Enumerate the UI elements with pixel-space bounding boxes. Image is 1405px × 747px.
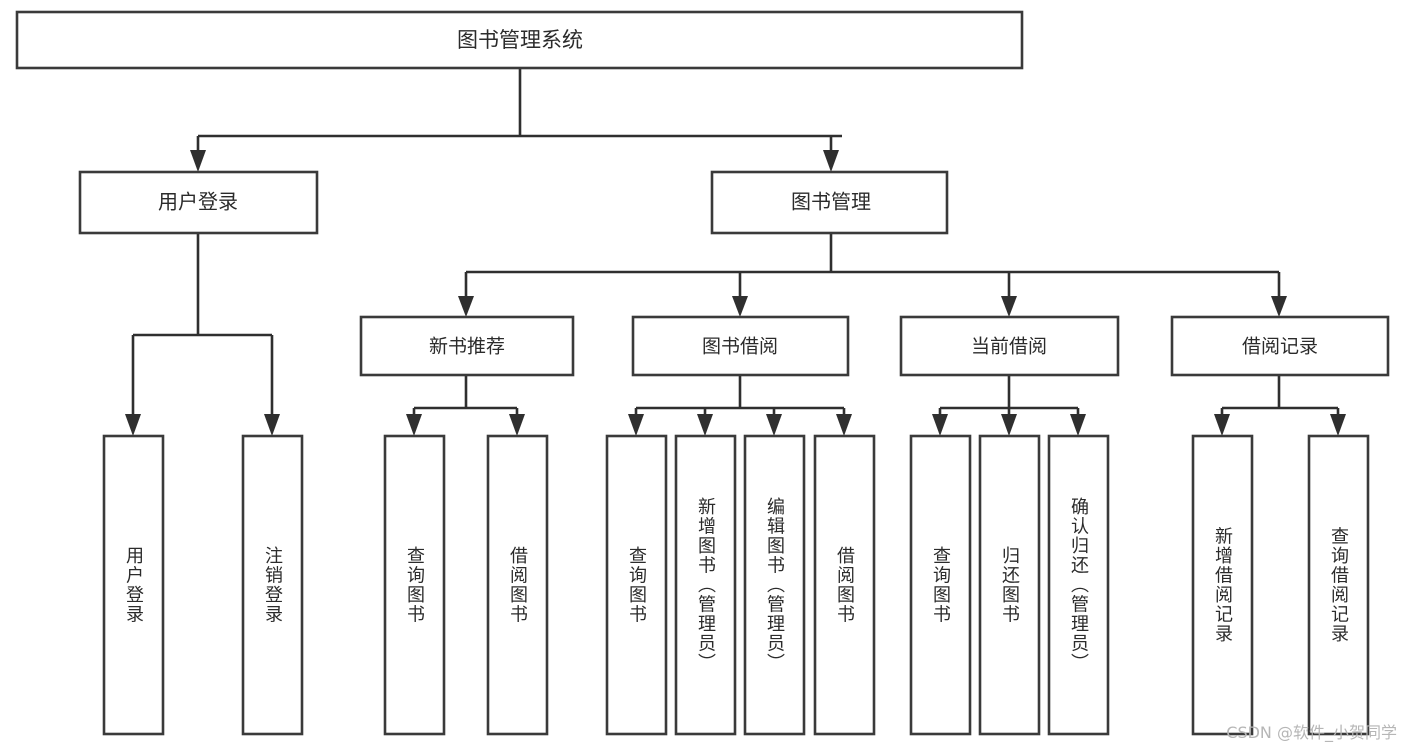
- node-current-borrow-label: 当前借阅: [971, 336, 1047, 358]
- arrow-head-leaf-br-1: [1330, 414, 1346, 436]
- leaf-bb-1-label: 新增图书（管理员）: [695, 497, 716, 673]
- connector-group-new-book-recommend: [406, 375, 525, 436]
- leaf-cb-1-box: [978, 434, 1041, 736]
- leaf-br-0-box: [1191, 434, 1254, 736]
- node-book-borrow-box: [631, 315, 850, 377]
- arrow-head-leaf-bb-3: [836, 414, 852, 436]
- leaf-node[interactable]: 归还图书: [978, 434, 1041, 736]
- leaf-node[interactable]: 注销登录: [241, 434, 304, 736]
- arrow-head-leaf-cb-0: [932, 414, 948, 436]
- arrow-head-leaf-bb-0: [628, 414, 644, 436]
- arrow-head-leaf-bb-2: [766, 414, 782, 436]
- arrow-head-book-borrow: [732, 296, 748, 317]
- leaf-node[interactable]: 查询图书: [605, 434, 668, 736]
- leaf-node[interactable]: 用户登录: [102, 434, 165, 736]
- leaf-bb-3-box: [813, 434, 876, 736]
- arrow-head-leaf-nbr-1: [509, 414, 525, 436]
- leaf-user-login-1-label: 注销登录: [262, 546, 283, 624]
- arrow-head-book-mgmt: [823, 150, 839, 172]
- leaf-node[interactable]: 编辑图书（管理员）: [743, 434, 806, 736]
- leaf-bb-2-box: [743, 434, 806, 736]
- leaf-cb-1-label: 归还图书: [999, 546, 1020, 624]
- arrow-head-current-borrow: [1001, 296, 1017, 317]
- node-book-management-label: 图书管理: [791, 190, 871, 214]
- node-borrow-record-label: 借阅记录: [1242, 336, 1318, 358]
- arrow-head-leaf-bb-1: [697, 414, 713, 436]
- node-borrow-record-box: [1170, 315, 1390, 377]
- arrow-head-borrow-record: [1271, 296, 1287, 317]
- leaf-nbr-1-label: 借阅图书: [507, 546, 528, 624]
- arrow-head-leaf-user-login-0: [125, 414, 141, 436]
- leaf-node[interactable]: 新增借阅记录: [1191, 434, 1254, 736]
- leaf-node[interactable]: 查询借阅记录: [1307, 434, 1370, 736]
- leaf-user-login-1-box: [241, 434, 304, 736]
- leaf-br-0-label: 新增借阅记录: [1212, 526, 1233, 643]
- node-book-borrow[interactable]: 图书借阅: [631, 315, 850, 377]
- connector-group-borrow-record: [1214, 375, 1346, 436]
- leaf-cb-0-label: 查询图书: [930, 546, 951, 624]
- leaf-bb-0-label: 查询图书: [626, 546, 647, 624]
- connector-group-root: [190, 68, 842, 172]
- leaf-user-login-0-label: 用户登录: [123, 546, 144, 624]
- node-book-management[interactable]: 图书管理: [710, 170, 949, 235]
- node-root-box: [15, 10, 1024, 70]
- arrow-head-new-book-recommend: [458, 296, 474, 317]
- leaf-node[interactable]: 查询图书: [909, 434, 972, 736]
- leaf-br-1-label: 查询借阅记录: [1328, 526, 1349, 643]
- arrow-head-leaf-br-0: [1214, 414, 1230, 436]
- node-user-login[interactable]: 用户登录: [78, 170, 319, 235]
- leaf-bb-3-label: 借阅图书: [834, 546, 855, 624]
- node-user-login-box: [78, 170, 319, 235]
- leaf-cb-2-label: 确认归还（管理员）: [1068, 497, 1089, 673]
- leaf-bb-2-label: 编辑图书（管理员）: [764, 497, 785, 673]
- connector-group-book-mgmt: [458, 233, 1287, 317]
- node-root-label: 图书管理系统: [457, 28, 583, 52]
- leaf-node[interactable]: 借阅图书: [813, 434, 876, 736]
- connector-group-book-borrow: [628, 375, 852, 436]
- node-new-book-recommend[interactable]: 新书推荐: [359, 315, 575, 377]
- node-new-book-recommend-box: [359, 315, 575, 377]
- node-current-borrow-box: [899, 315, 1120, 377]
- node-root-system[interactable]: 图书管理系统: [15, 10, 1024, 70]
- leaf-cb-0-box: [909, 434, 972, 736]
- arrow-head-leaf-cb-1: [1001, 414, 1017, 436]
- node-new-book-recommend-label: 新书推荐: [429, 336, 505, 358]
- arrow-head-user-login: [190, 150, 206, 172]
- leaf-user-login-0-box: [102, 434, 165, 736]
- leaf-bb-1-box: [674, 434, 737, 736]
- leaf-node[interactable]: 确认归还（管理员）: [1047, 434, 1110, 736]
- leaf-node[interactable]: 借阅图书: [486, 434, 549, 736]
- arrow-head-leaf-nbr-0: [406, 414, 422, 436]
- node-book-management-box: [710, 170, 949, 235]
- leaf-node[interactable]: 查询图书: [383, 434, 446, 736]
- node-borrow-record[interactable]: 借阅记录: [1170, 315, 1390, 377]
- leaf-nbr-1-box: [486, 434, 549, 736]
- leaf-nbr-0-box: [383, 434, 446, 736]
- leaf-nbr-0-label: 查询图书: [404, 546, 425, 624]
- node-user-login-label: 用户登录: [158, 190, 238, 214]
- arrow-head-leaf-cb-2: [1070, 414, 1086, 436]
- leaf-bb-0-box: [605, 434, 668, 736]
- leaf-node[interactable]: 新增图书（管理员）: [674, 434, 737, 736]
- connector-group-user-login: [125, 233, 280, 436]
- leaf-br-1-box: [1307, 434, 1370, 736]
- leaf-cb-2-box: [1047, 434, 1110, 736]
- node-current-borrow[interactable]: 当前借阅: [899, 315, 1120, 377]
- node-book-borrow-label: 图书借阅: [702, 336, 778, 358]
- connector-group-current-borrow: [932, 375, 1086, 436]
- arrow-head-leaf-user-login-1: [264, 414, 280, 436]
